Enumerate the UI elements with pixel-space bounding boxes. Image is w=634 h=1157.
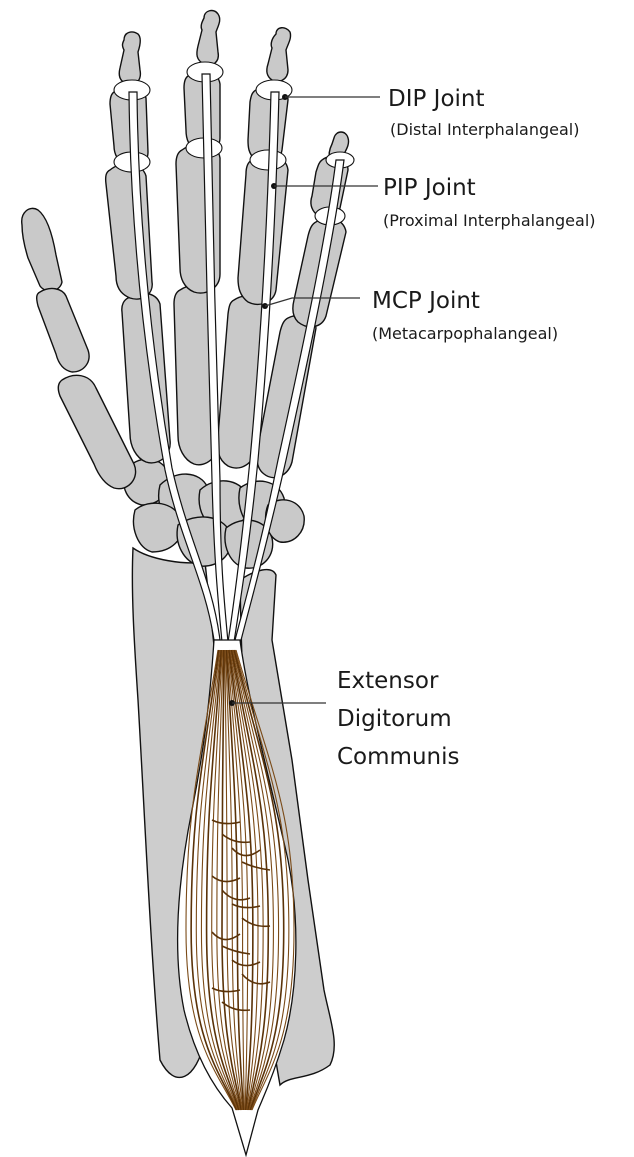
muscle-label-line1: Extensor — [337, 668, 439, 694]
dip-joint-subtitle: (Distal Interphalangeal) — [390, 120, 580, 139]
mcp-joint-title: MCP Joint — [372, 288, 480, 314]
muscle-label-line3: Communis — [337, 744, 459, 770]
dip-joint-title: DIP Joint — [388, 86, 485, 112]
pip-joint-subtitle: (Proximal Interphalangeal) — [383, 211, 596, 230]
distal-phalanges — [119, 11, 348, 165]
mcp-joint-subtitle: (Metacarpophalangeal) — [372, 324, 558, 343]
labels: DIP Joint (Distal Interphalangeal) PIP J… — [337, 86, 596, 770]
muscle-label-line2: Digitorum — [337, 706, 452, 732]
pip-joint-title: PIP Joint — [383, 175, 476, 201]
